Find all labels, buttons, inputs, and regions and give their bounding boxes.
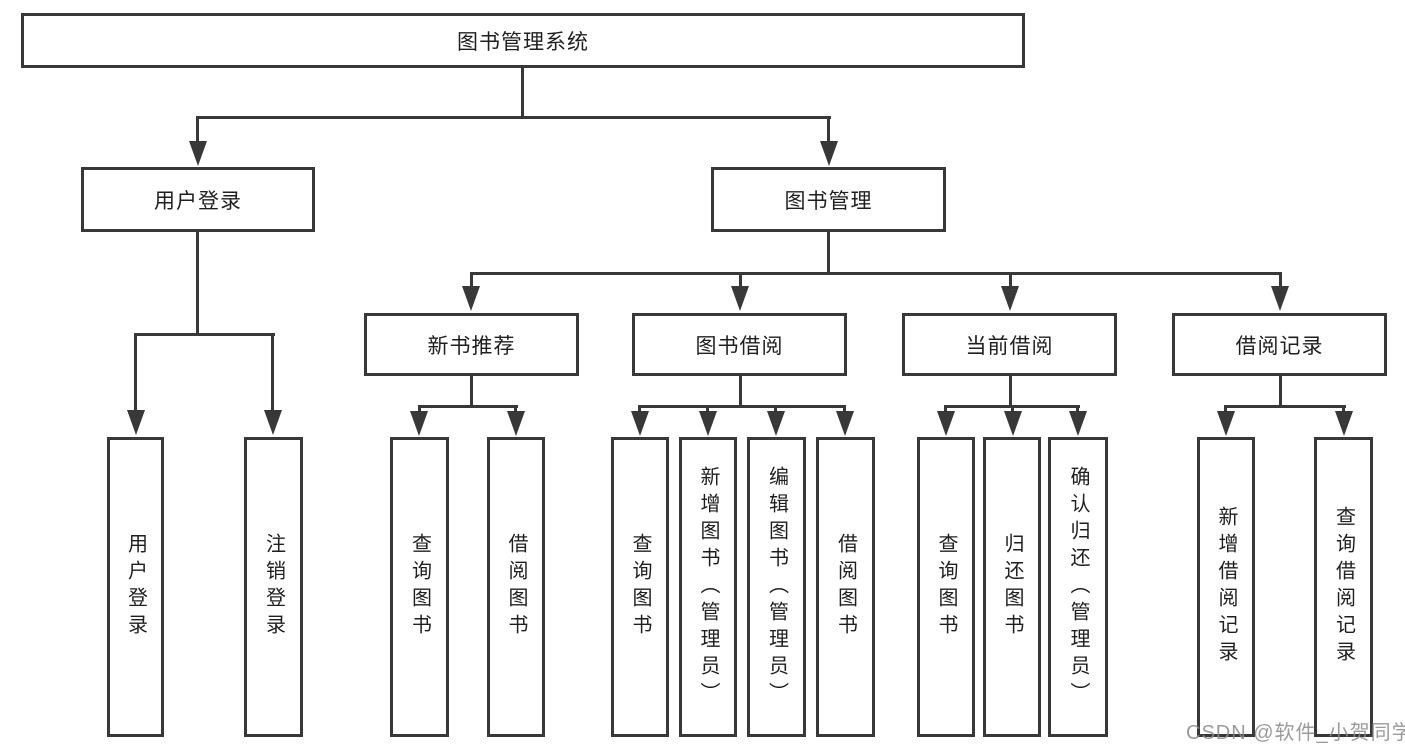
connector-line (470, 374, 473, 407)
connector-line (1076, 405, 1079, 413)
connector-line (706, 405, 709, 413)
connector-line (1224, 405, 1227, 413)
csdn-watermark: CSDN @软件_小贺同学 (1186, 722, 1405, 744)
arrow-down-icon (699, 411, 717, 436)
leaf-label: 查询图书 (935, 533, 957, 641)
node-label: 图书管理系统 (457, 30, 589, 54)
connector-line (470, 272, 1281, 275)
connector-line (134, 333, 275, 336)
node-book-borrowing: 图书借阅 (632, 313, 847, 376)
connector-line (827, 232, 830, 275)
connector-line (1342, 405, 1345, 413)
leaf-recommend-query-book: 查询图书 (390, 437, 449, 737)
node-label: 当前借阅 (965, 334, 1054, 358)
node-book-management-system: 图书管理系统 (21, 13, 1025, 68)
leaf-borrow-borrow-book: 借阅图书 (816, 437, 875, 737)
connector-line (739, 272, 742, 288)
node-new-book-recommendation: 新书推荐 (364, 313, 579, 376)
connector-line (134, 333, 137, 410)
leaf-recommend-borrow-book: 借阅图书 (487, 437, 545, 737)
connector-line (1011, 405, 1014, 413)
connector-line (1224, 405, 1346, 408)
arrow-down-icon (189, 141, 207, 166)
connector-line (418, 405, 518, 408)
leaf-borrow-query-book: 查询图书 (611, 437, 669, 737)
connector-line (514, 405, 517, 413)
connector-line (196, 116, 199, 144)
leaf-label: 归还图书 (1001, 533, 1023, 641)
node-label: 新书推荐 (427, 334, 516, 358)
node-label: 用户登录 (154, 189, 242, 213)
arrow-down-icon (820, 141, 838, 166)
leaf-label: 借阅图书 (834, 533, 857, 641)
leaf-label: 注销登录 (262, 533, 285, 641)
connector-line (1279, 272, 1282, 288)
leaf-logout: 注销登录 (244, 437, 303, 737)
leaf-label: 新增借阅记录 (1215, 506, 1237, 668)
connector-line (774, 405, 777, 413)
arrow-down-icon (1335, 411, 1353, 436)
leaf-label: 借阅图书 (505, 533, 527, 641)
arrow-down-icon (127, 410, 145, 435)
connector-line (944, 405, 947, 413)
leaf-label: 查询借阅记录 (1332, 506, 1355, 668)
node-label: 借阅记录 (1235, 334, 1324, 358)
connector-line (521, 68, 524, 118)
node-borrowing-records: 借阅记录 (1172, 313, 1387, 376)
node-current-borrowing: 当前借阅 (902, 313, 1117, 376)
connector-line (1009, 272, 1012, 288)
leaf-records-query-record: 查询借阅记录 (1314, 437, 1373, 737)
arrow-down-icon (1001, 286, 1019, 311)
leaf-current-query-book: 查询图书 (917, 437, 975, 737)
arrow-down-icon (507, 411, 525, 436)
arrow-down-icon (937, 411, 955, 436)
leaf-records-add-record: 新增借阅记录 (1197, 437, 1255, 737)
connector-line (271, 333, 274, 410)
leaf-current-return-book: 归还图书 (983, 437, 1041, 737)
leaf-borrow-add-book-admin: 新增图书（管理员） (679, 437, 737, 737)
arrow-down-icon (1069, 411, 1087, 436)
leaf-label: 查询图书 (408, 533, 431, 641)
connector-line (196, 116, 831, 119)
arrow-down-icon (264, 410, 282, 435)
connector-line (418, 405, 421, 413)
connector-line (843, 405, 846, 413)
leaf-borrow-edit-book-admin: 编辑图书（管理员） (747, 437, 806, 737)
leaf-user-login: 用户登录 (107, 437, 164, 737)
node-label: 图书管理 (784, 189, 873, 213)
arrow-down-icon (1004, 411, 1022, 436)
connector-line (638, 405, 641, 413)
arrow-down-icon (1217, 411, 1235, 436)
node-label: 图书借阅 (695, 334, 784, 358)
node-book-management: 图书管理 (711, 167, 946, 232)
leaf-label: 查询图书 (629, 533, 651, 641)
arrow-down-icon (731, 286, 749, 311)
connector-line (638, 405, 846, 408)
leaf-label: 编辑图书（管理员） (765, 465, 788, 709)
node-user-login: 用户登录 (81, 167, 315, 232)
connector-line (196, 232, 199, 335)
connector-line (1279, 374, 1282, 407)
leaf-current-confirm-return-admin: 确认归还（管理员） (1048, 437, 1108, 737)
connector-line (1009, 374, 1012, 407)
connector-line (827, 116, 830, 144)
arrow-down-icon (410, 411, 428, 436)
arrow-down-icon (767, 411, 785, 436)
arrow-down-icon (462, 286, 480, 311)
arrow-down-icon (836, 411, 854, 436)
arrow-down-icon (631, 411, 649, 436)
connector-line (470, 272, 473, 288)
arrow-down-icon (1271, 286, 1289, 311)
connector-line (739, 374, 742, 407)
leaf-label: 确认归还（管理员） (1067, 465, 1089, 709)
leaf-label: 新增图书（管理员） (697, 465, 719, 709)
leaf-label: 用户登录 (124, 533, 147, 641)
